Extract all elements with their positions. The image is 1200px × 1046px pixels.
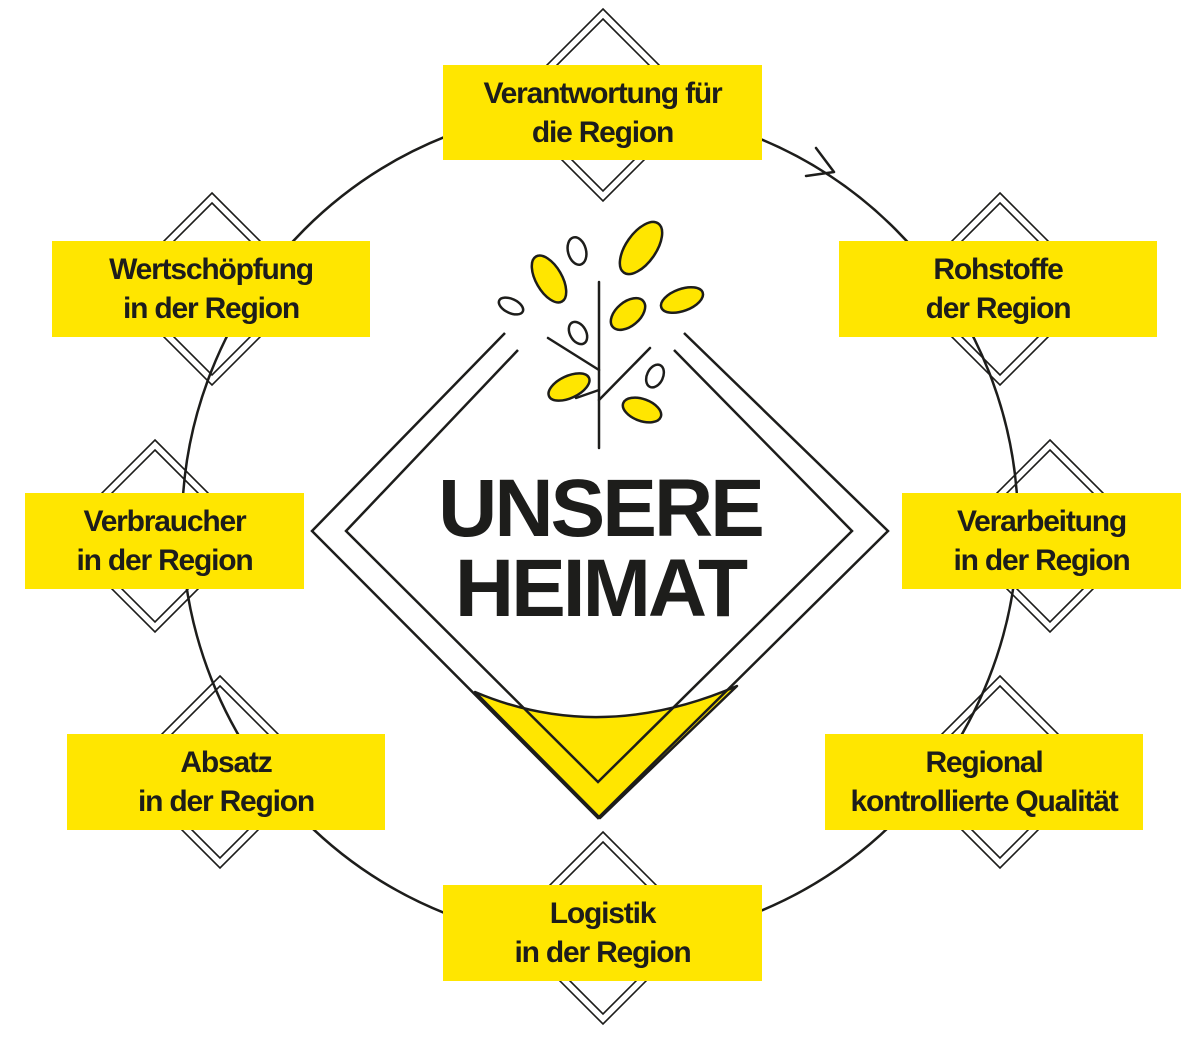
node-verbraucher: Verbraucher in der Region (25, 493, 304, 589)
node-line: Verbraucher (83, 505, 247, 538)
title-line-2: HEIMAT (454, 543, 748, 634)
node-line: Absatz (180, 746, 272, 779)
title-line-1: UNSERE (438, 463, 765, 554)
tree-icon (497, 220, 705, 450)
node-line: in der Region (137, 785, 315, 818)
emblem-inner-frame (344, 349, 854, 784)
node-verantwortung: Verantwortung für die Region (443, 65, 762, 160)
node-logistik: Logistik in der Region (443, 885, 762, 981)
node-line: in der Region (514, 936, 691, 969)
node-line: der Region (925, 292, 1072, 325)
node-wertschoepfung: Wertschöpfung in der Region (52, 241, 370, 337)
node-line: Logistik (549, 897, 657, 930)
node-line: Rohstoffe (933, 253, 1063, 286)
node-line: Verarbeitung (957, 505, 1127, 538)
node-absatz: Absatz in der Region (67, 734, 385, 830)
node-line: Verantwortung für (483, 76, 723, 110)
node-line: die Region (531, 115, 675, 149)
node-line: kontrollierte Qualität (850, 785, 1119, 818)
circular-arrow-icon (804, 146, 836, 178)
node-verarbeitung: Verarbeitung in der Region (902, 493, 1181, 589)
node-line: in der Region (122, 292, 300, 325)
node-qualitaet: Regional kontrollierte Qualität (825, 734, 1143, 830)
emblem-outer-frame (310, 332, 890, 820)
node-line: Wertschöpfung (109, 253, 314, 286)
node-rohstoffe: Rohstoffe der Region (839, 241, 1157, 337)
node-line: Regional (925, 746, 1043, 779)
center-emblem (310, 220, 890, 820)
yellow-swoosh (473, 684, 739, 820)
node-line: in der Region (76, 544, 253, 577)
node-line: in der Region (953, 544, 1130, 577)
